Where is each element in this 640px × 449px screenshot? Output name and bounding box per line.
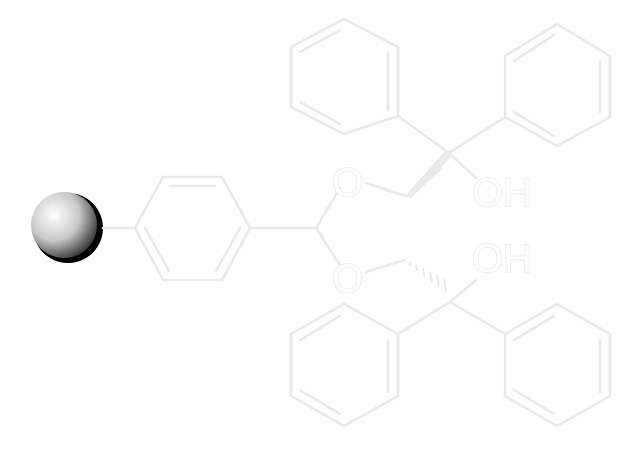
phenyl-ring-upper-right [503,22,612,148]
upper-carbinol-bonds [396,114,507,180]
atom-oh-upper: OH [472,171,532,215]
acetal-bonds [248,186,342,267]
atom-oh-lower: OH [472,237,532,281]
atom-o-lower: O [332,257,363,301]
phenyl-ring-upper-left [289,17,400,136]
lower-carbinol-bonds [396,278,507,336]
resin-bead-icon [31,192,103,263]
phenyl-ring-lower-left [289,302,400,428]
phenyl-ring-lower-right [503,302,612,428]
atom-o-upper: O [332,161,363,205]
central-phenylene-ring [133,175,252,282]
dioxolane-ring [364,150,452,293]
